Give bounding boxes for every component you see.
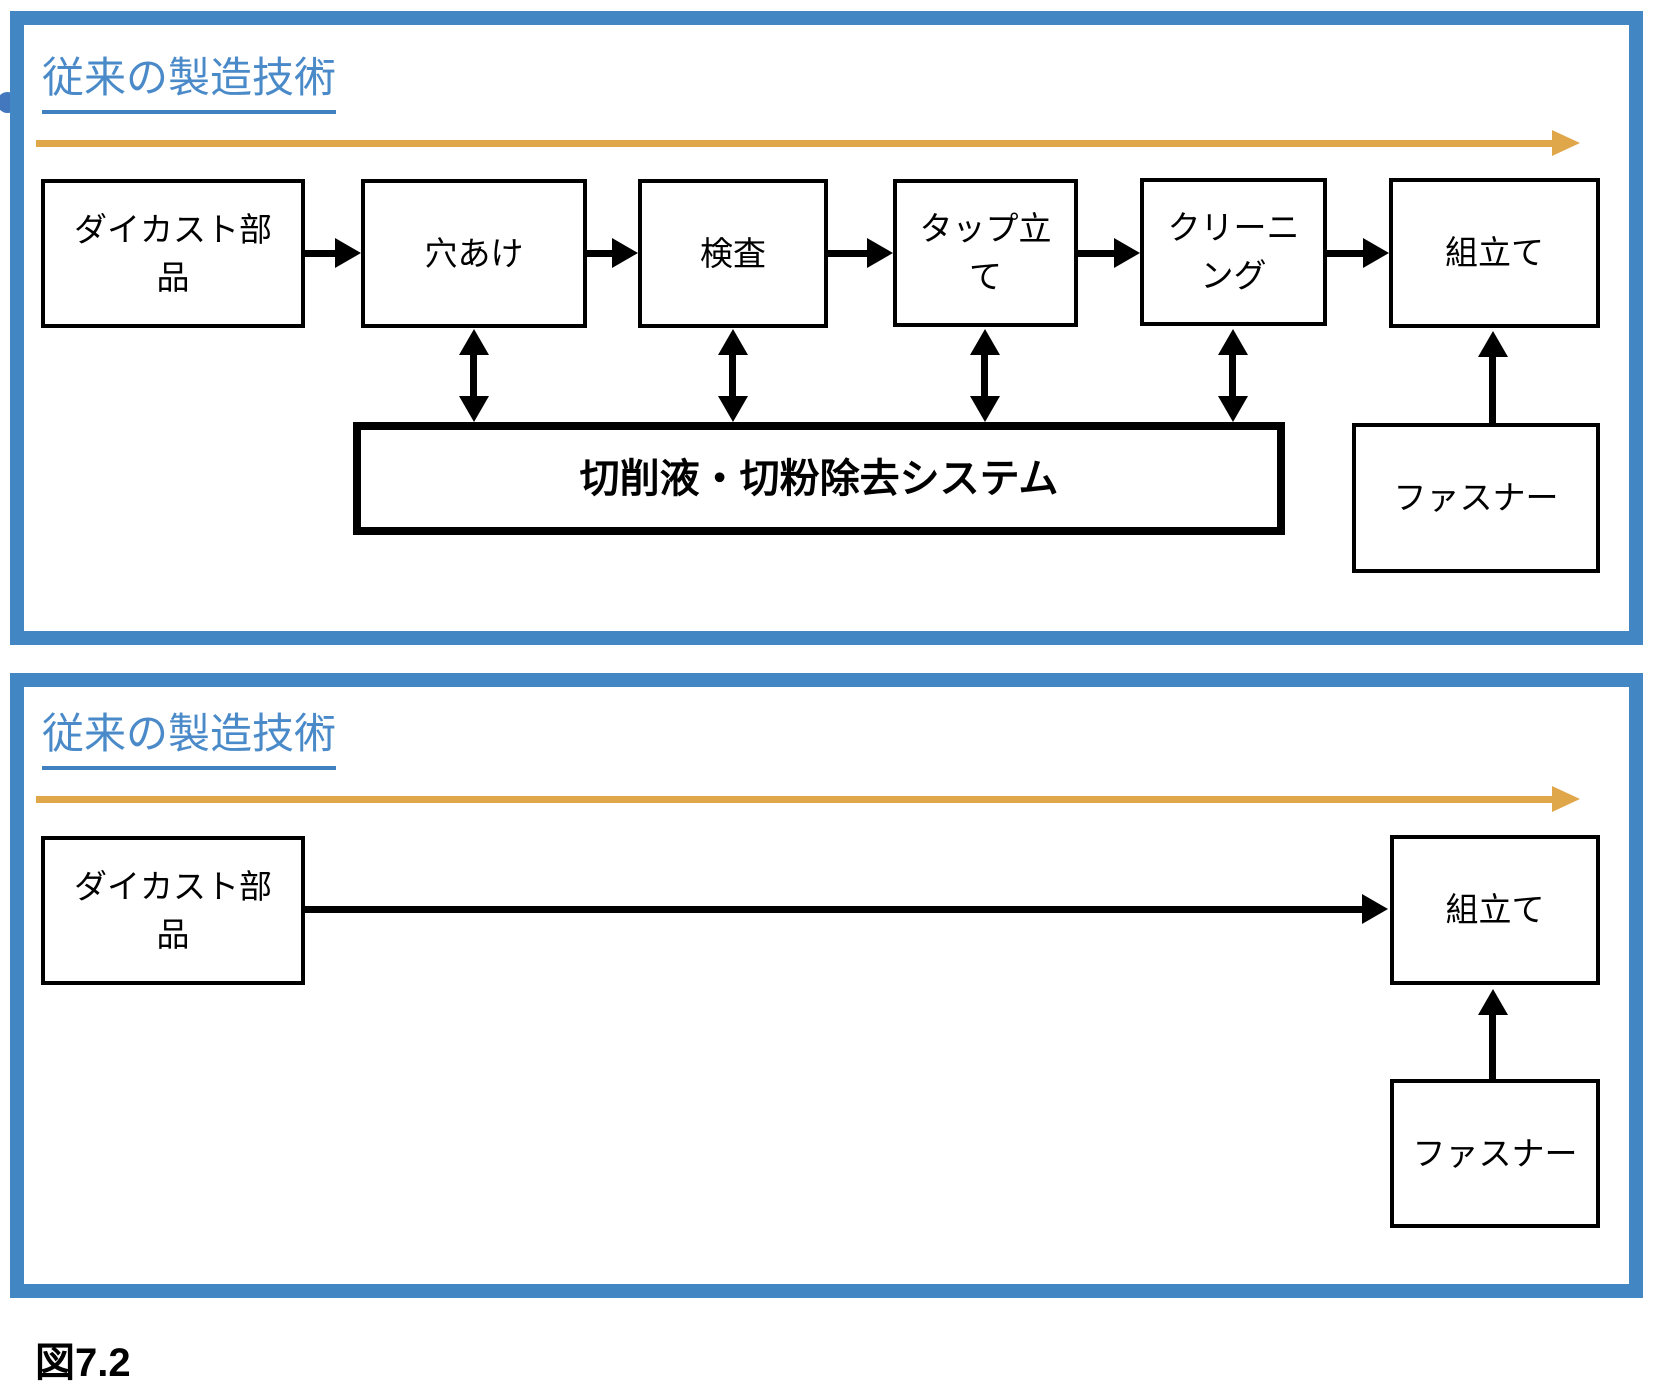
arrow-head-down <box>718 396 748 422</box>
panel-top-frame <box>10 11 1643 645</box>
arrow-line <box>305 906 1364 913</box>
arrow-head-up <box>970 329 1000 355</box>
node-assembly-top: 組立て <box>1389 178 1600 328</box>
arrow-head <box>1114 238 1140 268</box>
arrow-head <box>612 238 638 268</box>
node-tapping: タップ立 て <box>893 179 1078 327</box>
arrow-line <box>1078 250 1116 257</box>
arrow-line <box>828 250 869 257</box>
arrow-line <box>305 250 337 257</box>
arrow-head <box>1362 894 1388 924</box>
node-coolant-system: 切削液・切粉除去システム <box>353 422 1285 535</box>
arrow-head-up <box>459 329 489 355</box>
figure-caption: 図7.2 <box>35 1341 131 1385</box>
arrow-head-down <box>1218 396 1248 422</box>
node-cleaning: クリーニ ング <box>1140 178 1327 326</box>
arrow-head-up <box>1478 331 1508 357</box>
arrow-line <box>981 351 988 399</box>
node-diecast-bottom: ダイカスト部 品 <box>41 836 305 985</box>
node-assembly-bottom: 組立て <box>1390 835 1600 985</box>
arrow-line <box>729 351 736 399</box>
arrow-head <box>867 238 893 268</box>
node-diecast-top: ダイカスト部 品 <box>41 179 305 328</box>
arrow-line <box>1489 353 1496 423</box>
node-drilling: 穴あけ <box>361 179 587 328</box>
arrow-line <box>587 250 614 257</box>
arrow-line <box>1229 351 1236 399</box>
arrow-head <box>335 238 361 268</box>
arrow-head-down <box>970 396 1000 422</box>
arrow-head <box>1363 238 1389 268</box>
timeline-arrow-top-line <box>36 140 1554 147</box>
panel-top-title: 従来の製造技術 <box>42 52 337 114</box>
timeline-arrow-bottom-head <box>1552 786 1580 812</box>
panel-bottom-frame <box>10 673 1643 1298</box>
node-fastener-bottom: ファスナー <box>1390 1079 1600 1228</box>
node-inspection: 検査 <box>638 179 828 328</box>
panel-bottom-title: 従来の製造技術 <box>42 708 337 770</box>
arrow-line <box>1327 250 1365 257</box>
arrow-head-up <box>1478 989 1508 1015</box>
arrow-head-down <box>459 396 489 422</box>
arrow-head-up <box>718 329 748 355</box>
arrow-head-up <box>1218 329 1248 355</box>
arrow-line <box>470 351 477 399</box>
node-fastener-top: ファスナー <box>1352 423 1600 573</box>
timeline-arrow-top-head <box>1552 130 1580 156</box>
arrow-line <box>1489 1011 1496 1079</box>
timeline-arrow-bottom-line <box>36 796 1554 803</box>
